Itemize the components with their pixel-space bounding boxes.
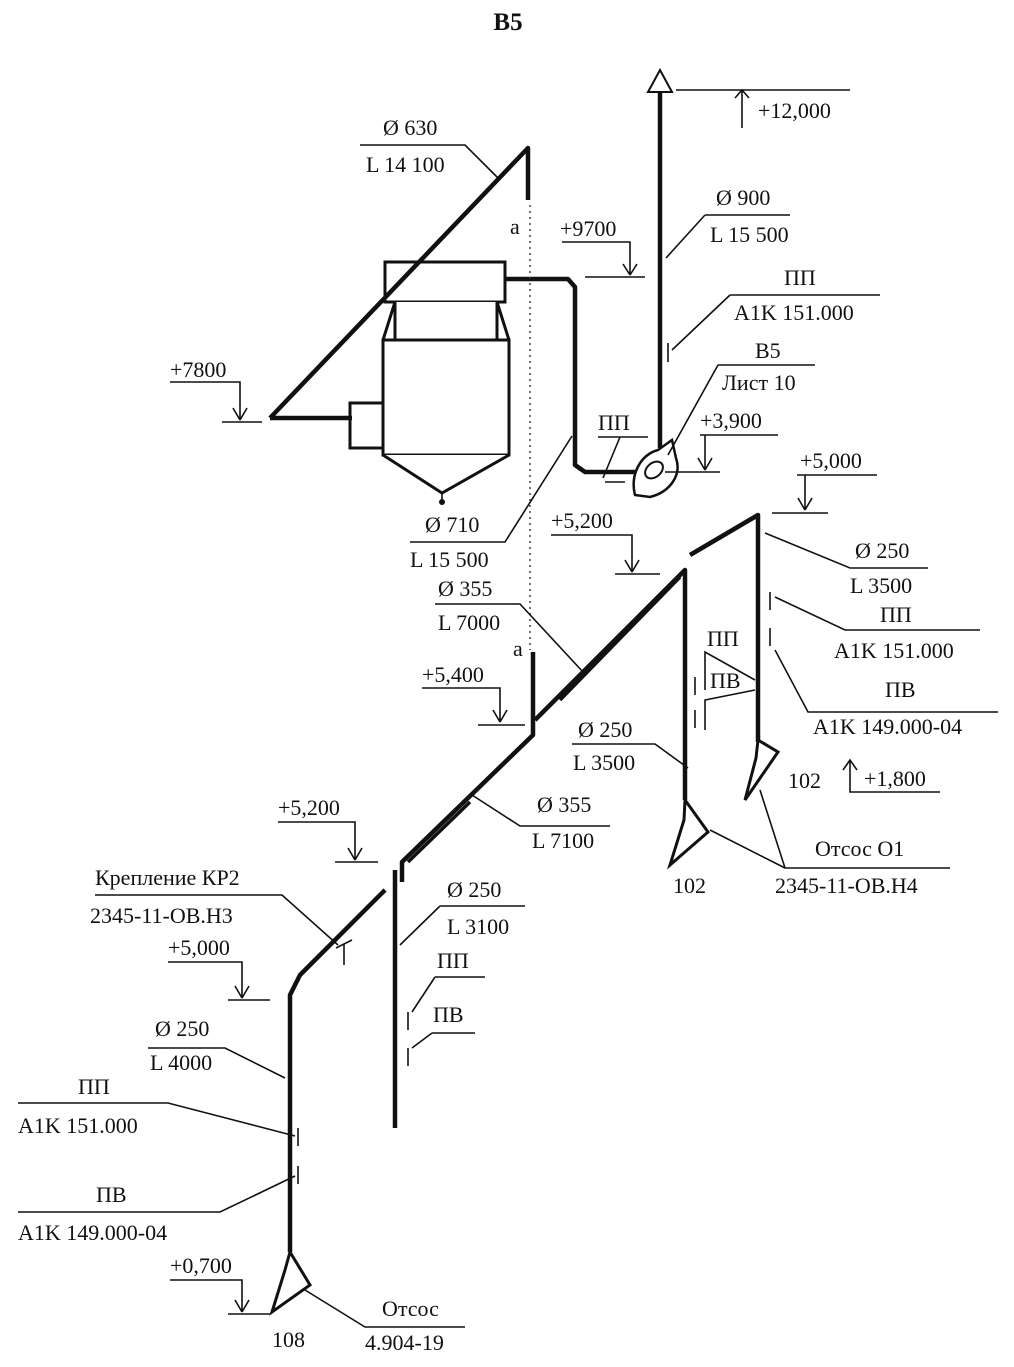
label-pv-mid: ПВ	[710, 668, 741, 693]
elev-5000-left: +5,000	[168, 935, 230, 960]
label-d250-left: Ø 250	[155, 1016, 209, 1041]
label-b5-sheet: Лист 10	[722, 370, 796, 395]
label-pp-b: ПП	[437, 948, 469, 973]
exhaust-arrow-icon	[646, 67, 674, 93]
pipe-d355-main	[399, 652, 536, 882]
label-l3500-mid: L 3500	[573, 750, 635, 775]
pipe-d250-left	[287, 888, 387, 1252]
label-l14100: L 14 100	[366, 152, 445, 177]
label-pv-right-code: A1K 149.000-04	[813, 714, 962, 739]
hood-102-right	[743, 737, 781, 801]
label-pp-top-code: A1K 151.000	[734, 300, 854, 325]
label-pv-left: ПВ	[96, 1182, 127, 1207]
label-axis-a-top: a	[510, 214, 520, 239]
label-node-102-mid: 102	[673, 873, 706, 898]
label-pp-fan: ПП	[598, 410, 630, 435]
label-pp-top: ПП	[784, 265, 816, 290]
label-d710: Ø 710	[425, 512, 479, 537]
hood-108	[269, 1248, 313, 1316]
label-suction-108: Отсос	[382, 1296, 439, 1321]
label-pp-right-code: A1K 151.000	[834, 638, 954, 663]
label-l3100: L 3100	[447, 914, 509, 939]
pipe-d355-main-parallel	[406, 800, 472, 864]
cyclone-upper	[393, 302, 499, 342]
cyclone-cone	[382, 453, 510, 495]
elev-1800: +1,800	[864, 766, 926, 791]
label-suction-o1-code: 2345-11-OB.H4	[775, 873, 918, 898]
label-d630: Ø 630	[383, 115, 437, 140]
label-pv-b: ПВ	[433, 1002, 464, 1027]
label-axis-a-low: a	[513, 636, 523, 661]
cyclone-shoulders	[381, 301, 511, 341]
label-suction-108-code: 4.904-19	[365, 1330, 444, 1355]
cyclone-outlet-point	[439, 499, 445, 505]
label-l7000: L 7000	[438, 610, 500, 635]
leader-lines	[18, 144, 998, 1328]
pipe-d250-right	[688, 512, 761, 742]
label-suction-o1: Отсос O1	[815, 836, 904, 861]
fan-unit	[632, 437, 679, 499]
elev-12000: +12,000	[758, 98, 831, 123]
elev-5000-right: +5,000	[800, 448, 862, 473]
valve-marks	[297, 343, 771, 1184]
pipe-d355-upper-parallel	[558, 575, 682, 702]
elevation-marks	[168, 88, 940, 1315]
label-l7100: L 7100	[532, 828, 594, 853]
elev-0700: +0,700	[170, 1253, 232, 1278]
label-l4000: L 4000	[150, 1050, 212, 1075]
label-pp-mid: ПП	[707, 626, 739, 651]
label-b5-ref: B5	[755, 338, 781, 363]
elev-3900: +3,900	[700, 408, 762, 433]
mount-kr2-mark	[335, 939, 353, 965]
pipe-d355-upper	[533, 567, 688, 800]
pipe-d630	[268, 145, 531, 421]
label-d355-low: Ø 355	[537, 792, 591, 817]
scheme-title: B5	[493, 9, 522, 36]
elev-5200-top: +5,200	[551, 508, 613, 533]
cyclone-side-box	[348, 401, 385, 450]
elev-5400: +5,400	[422, 662, 484, 687]
label-l15500-mid: L 15 500	[410, 547, 489, 572]
label-node-102-right: 102	[788, 768, 821, 793]
cyclone-body	[381, 338, 511, 457]
label-pp-left: ПП	[78, 1074, 110, 1099]
label-d250-mid: Ø 250	[578, 717, 632, 742]
elev-5200-low: +5,200	[278, 795, 340, 820]
label-l3500-right: L 3500	[850, 573, 912, 598]
cyclone-unit	[348, 260, 511, 505]
label-pv-left-code: A1K 149.000-04	[18, 1220, 167, 1245]
label-d900: Ø 900	[716, 185, 770, 210]
label-pv-right: ПВ	[885, 677, 916, 702]
label-node-108: 108	[272, 1327, 305, 1352]
suction-hoods	[269, 737, 781, 1316]
label-l15500-top: L 15 500	[710, 222, 789, 247]
fan-housing	[632, 437, 679, 499]
label-d250-right: Ø 250	[855, 538, 909, 563]
label-mount-code: 2345-11-OB.H3	[90, 903, 233, 928]
label-mount: Крепление КР2	[95, 865, 240, 890]
hood-102-mid	[667, 795, 711, 870]
pipe-network	[268, 67, 761, 1252]
elev-7800: +7800	[170, 357, 226, 382]
pipe-d710	[505, 276, 635, 475]
label-pp-left-code: A1K 151.000	[18, 1113, 138, 1138]
label-pp-right: ПП	[880, 602, 912, 627]
label-d355-top: Ø 355	[438, 576, 492, 601]
fan-impeller-icon	[644, 460, 664, 480]
elev-9700: +9700	[560, 216, 616, 241]
label-d250-b: Ø 250	[447, 877, 501, 902]
